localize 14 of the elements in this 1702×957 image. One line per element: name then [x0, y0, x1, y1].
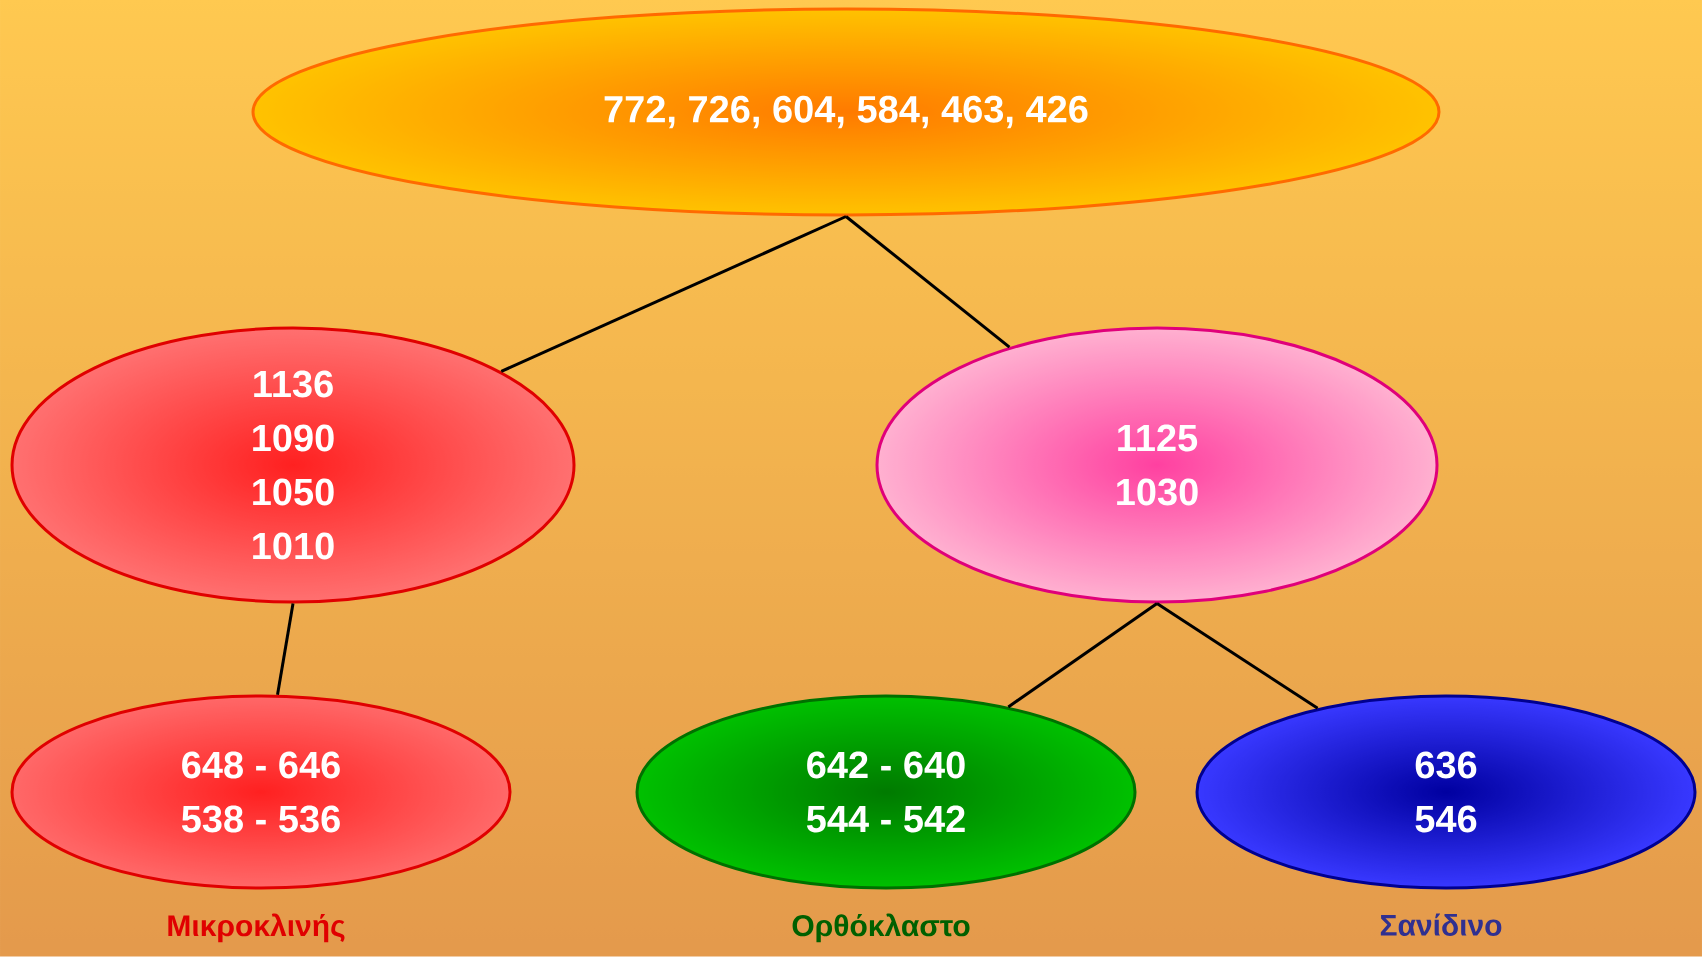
ellipse-node: 1136 1090 1050 1010: [10, 326, 576, 604]
node-caption: Σανίδινο: [1380, 913, 1502, 936]
node-caption: Μικροκλινής: [168, 913, 345, 943]
ellipse-node: 1125 1030: [875, 326, 1439, 604]
connector-line: [1156, 602, 1319, 710]
ellipse-node: 642 - 640 544 - 542: [635, 694, 1137, 890]
connector-line: [1007, 602, 1158, 709]
connector-line: [845, 215, 1011, 349]
connector-line: [500, 215, 847, 373]
connector-line: [276, 603, 295, 695]
ellipse-node: 636 546: [1195, 694, 1697, 890]
ellipse-node: 648 - 646 538 - 536: [10, 694, 512, 890]
node-caption: Ορθόκλαστο: [792, 913, 970, 943]
ellipse-node: 772, 726, 604, 584, 463, 426: [251, 7, 1441, 217]
